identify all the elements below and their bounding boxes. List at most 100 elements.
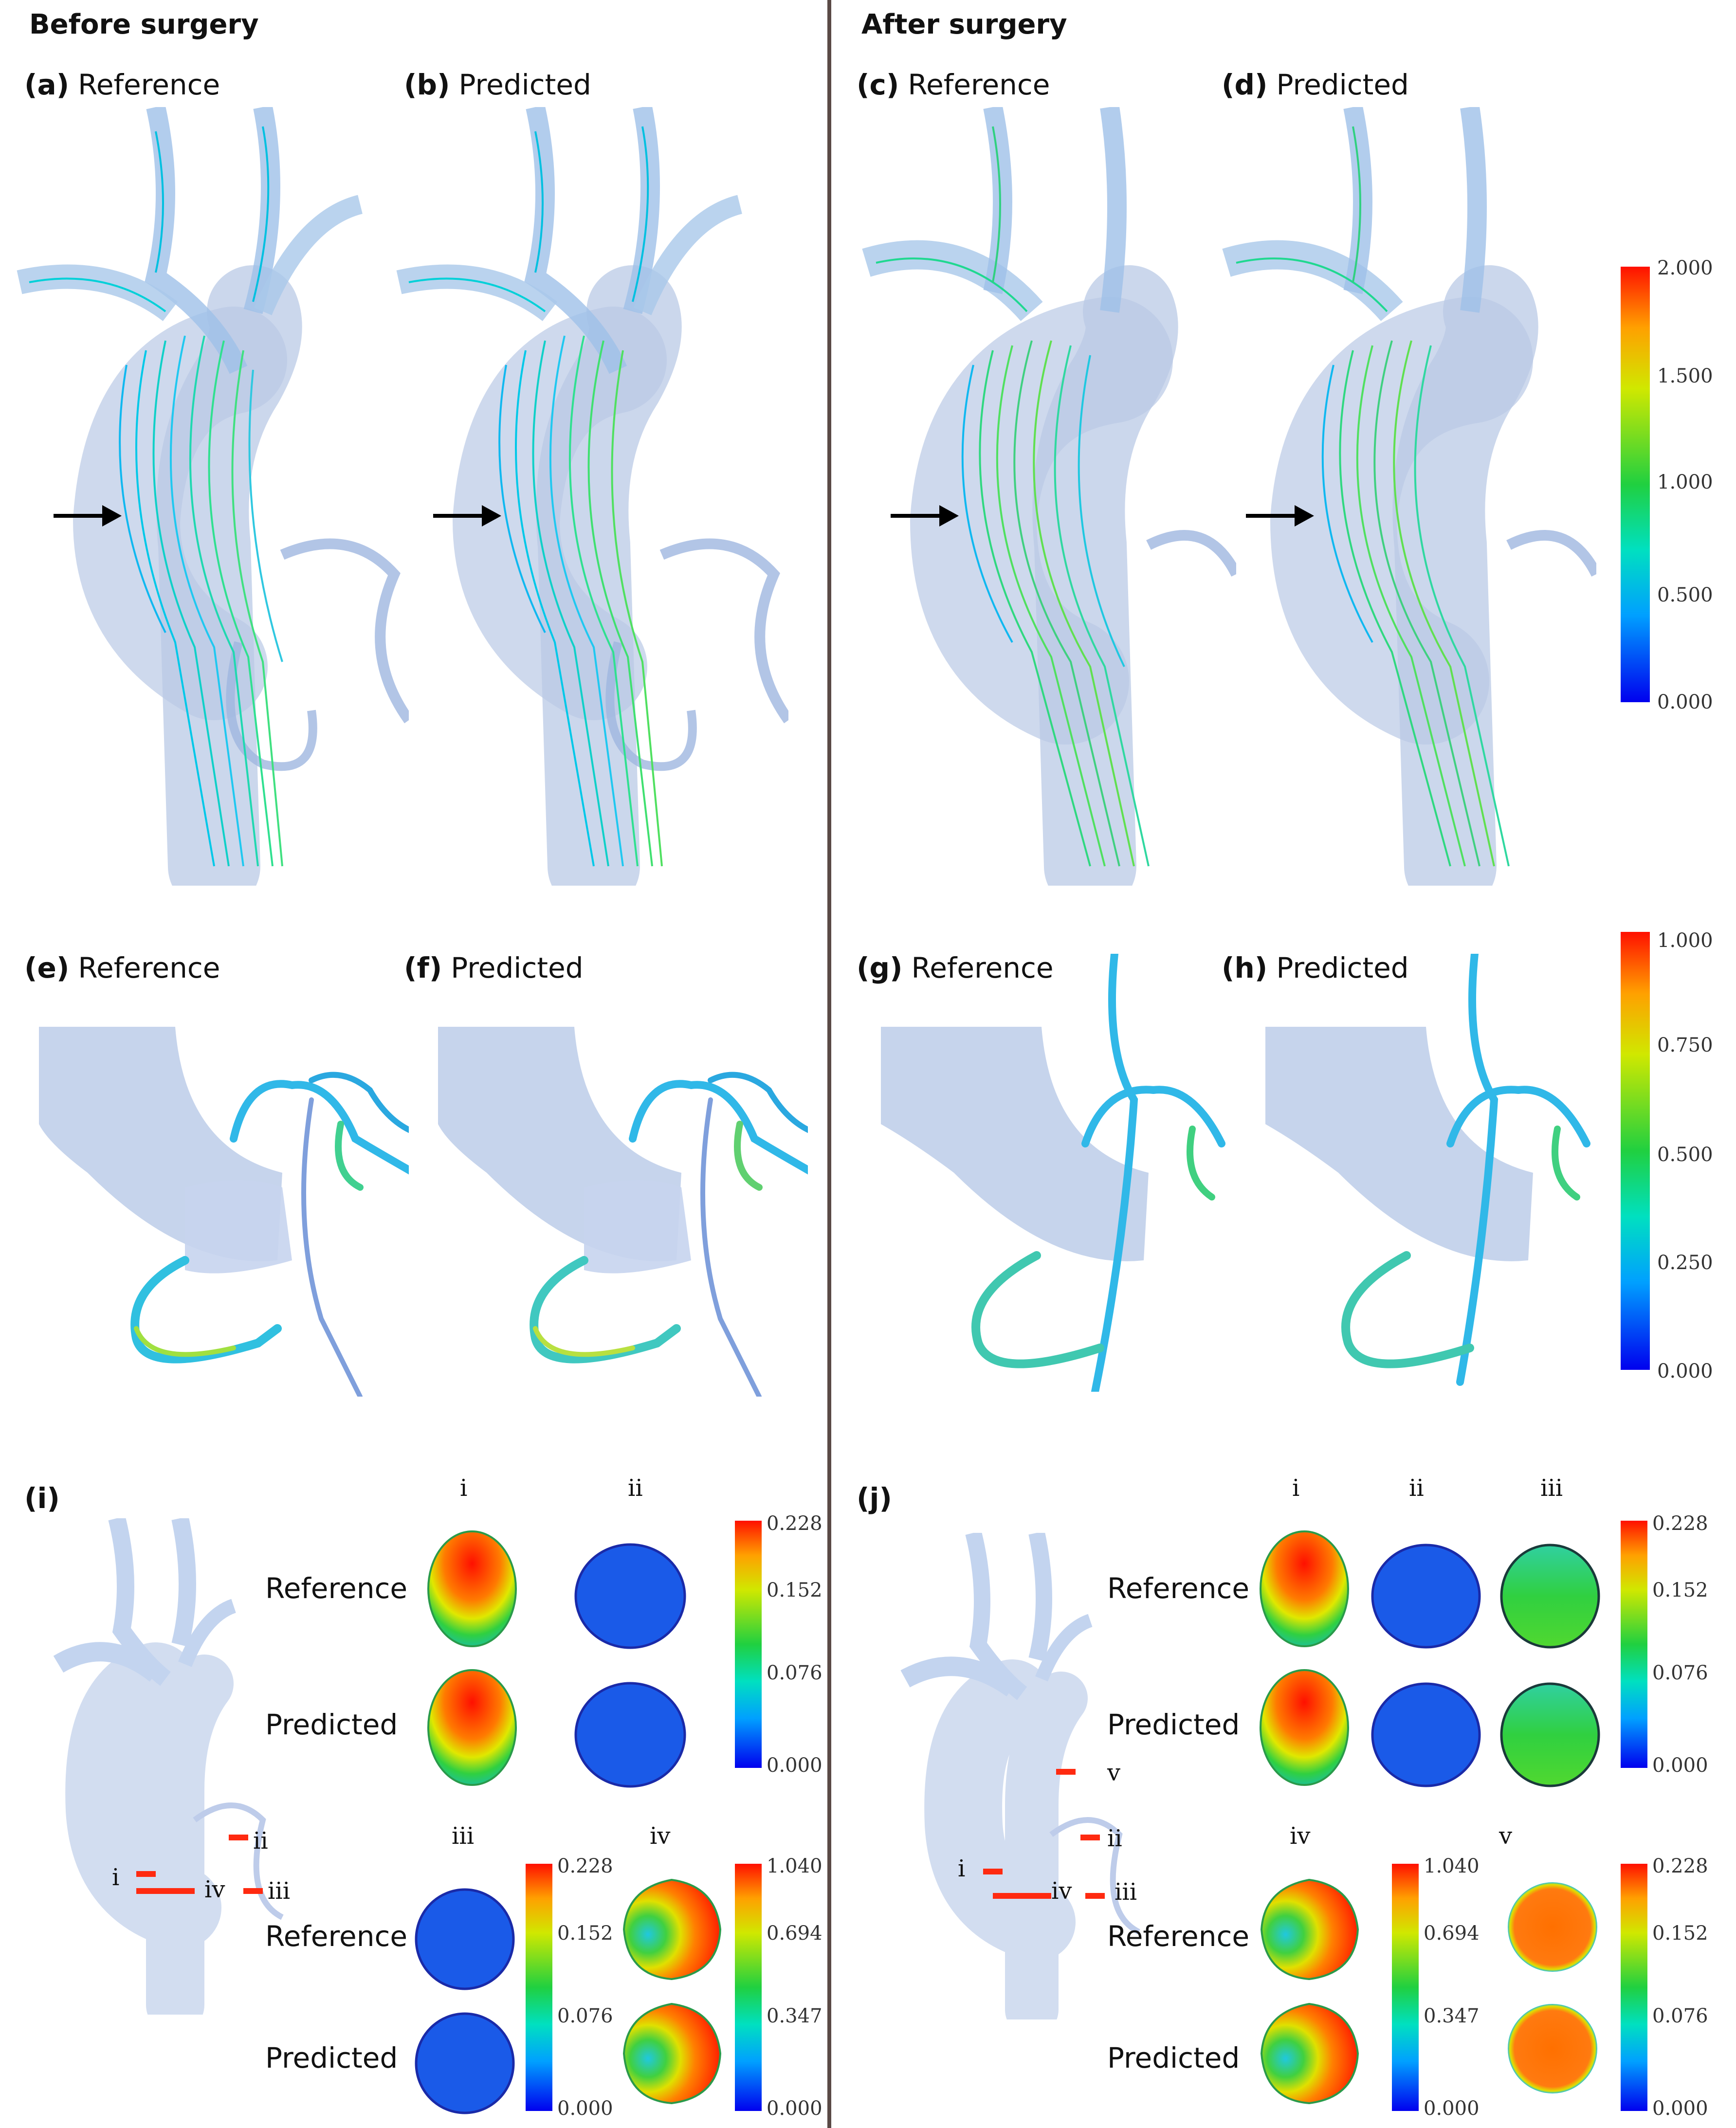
panel-d-label: (d)Predicted xyxy=(1222,68,1409,101)
before-surgery-title: Before surgery xyxy=(29,9,259,40)
arrow-icon-a xyxy=(54,505,122,527)
marker-i xyxy=(983,1869,1003,1874)
colorbar-tick: 1.040 xyxy=(1424,1855,1480,1877)
aorta-streamlines-c xyxy=(862,107,1236,886)
marker-i xyxy=(136,1871,156,1877)
section-iii-predicted-j xyxy=(1500,1682,1600,1787)
section-ii-predicted xyxy=(574,1682,686,1788)
colorbar-tick: 0.152 xyxy=(1652,1922,1708,1945)
column-header-v: v xyxy=(1499,1822,1513,1850)
section-divider xyxy=(827,0,831,2128)
column-header-iv: iv xyxy=(1290,1822,1311,1850)
colorbar-velocity xyxy=(1621,267,1650,702)
section-iii-reference-j xyxy=(1500,1544,1600,1649)
colorbar-coronary-tick: 0.500 xyxy=(1657,1144,1713,1166)
marker-label-ii: ii xyxy=(253,1827,268,1855)
colorbar-tick: 0.228 xyxy=(767,1512,822,1535)
colorbar-tick: 0.347 xyxy=(1424,2005,1480,2027)
colorbar-velocity-tick: 1.000 xyxy=(1657,471,1713,493)
section-iii-predicted xyxy=(415,2012,515,2114)
coronary-e xyxy=(39,1027,409,1397)
aorta-streamlines-d xyxy=(1222,107,1596,886)
marker-label-ii: ii xyxy=(1107,1825,1122,1852)
marker-label-iv: iv xyxy=(1051,1877,1072,1905)
section-v-reference xyxy=(1508,1882,1597,1972)
panel-i-label: (i) xyxy=(24,1482,60,1515)
colorbar-tick: 0.000 xyxy=(767,2097,822,2120)
colorbar-section-i-top xyxy=(735,1521,762,1768)
panel-c-label: (c)Reference xyxy=(857,68,1050,101)
row-label-reference: Reference xyxy=(1107,1920,1250,1953)
section-v-predicted xyxy=(1508,2004,1597,2093)
row-label-reference: Reference xyxy=(265,1920,408,1953)
panel-e-label: (e)Reference xyxy=(24,951,220,984)
marker-ii xyxy=(1080,1835,1100,1840)
colorbar-section-i-iii xyxy=(526,1864,552,2111)
marker-iv xyxy=(136,1888,195,1894)
marker-iii xyxy=(243,1888,263,1894)
colorbar-tick: 0.000 xyxy=(1424,2097,1480,2120)
after-surgery-title: After surgery xyxy=(861,9,1067,40)
colorbar-tick: 0.152 xyxy=(1652,1579,1708,1601)
colorbar-coronary-tick: 0.000 xyxy=(1657,1360,1713,1382)
section-i-predicted-j xyxy=(1260,1669,1349,1786)
panel-a-label: (a)Reference xyxy=(24,68,220,101)
panel-h-label: (h)Predicted xyxy=(1222,951,1409,984)
marker-ii xyxy=(229,1835,248,1840)
colorbar-tick: 0.076 xyxy=(557,2005,613,2027)
column-header-iii: iii xyxy=(1540,1474,1563,1502)
colorbar-tick: 0.228 xyxy=(1652,1855,1708,1877)
section-iv-reference-j xyxy=(1260,1878,1359,1981)
row-label-reference: Reference xyxy=(1107,1572,1250,1605)
marker-iv xyxy=(993,1893,1051,1899)
section-ii-reference xyxy=(574,1543,686,1649)
column-header-iv: iv xyxy=(650,1822,671,1850)
colorbar-tick: 0.076 xyxy=(1652,1662,1708,1684)
section-ii-reference-j xyxy=(1371,1544,1481,1649)
colorbar-velocity-tick: 2.000 xyxy=(1657,257,1713,279)
panel-b-label: (b)Predicted xyxy=(404,68,591,101)
arrow-icon-b xyxy=(433,505,501,527)
colorbar-section-i-iv xyxy=(735,1864,762,2111)
row-label-predicted: Predicted xyxy=(265,2041,398,2074)
column-header-iii: iii xyxy=(452,1822,475,1850)
section-iii-reference xyxy=(415,1888,515,1990)
colorbar-tick: 0.000 xyxy=(767,1754,822,1777)
colorbar-section-j-iv xyxy=(1392,1864,1419,2111)
marker-label-iv: iv xyxy=(204,1876,225,1903)
colorbar-coronary-tick: 1.000 xyxy=(1657,929,1713,952)
panel-f-label: (f)Predicted xyxy=(404,951,584,984)
column-header-ii: ii xyxy=(1409,1474,1424,1502)
colorbar-tick: 0.347 xyxy=(767,2005,822,2027)
marker-label-i: i xyxy=(958,1855,966,1882)
row-label-reference: Reference xyxy=(265,1572,408,1605)
colorbar-tick: 0.228 xyxy=(557,1855,613,1877)
colorbar-velocity-tick: 0.000 xyxy=(1657,691,1713,713)
marker-label-iii: iii xyxy=(268,1877,291,1905)
row-label-predicted: Predicted xyxy=(1107,2041,1240,2074)
colorbar-tick: 0.000 xyxy=(1652,2097,1708,2120)
section-iv-reference xyxy=(622,1878,722,1981)
section-iv-predicted-j xyxy=(1260,2002,1359,2105)
panel-g-label: (g)Reference xyxy=(857,951,1054,984)
column-header-i: i xyxy=(1292,1474,1300,1502)
column-header-ii: ii xyxy=(628,1474,643,1502)
row-label-predicted: Predicted xyxy=(265,1708,398,1741)
section-ii-predicted-j xyxy=(1371,1682,1481,1787)
section-i-reference xyxy=(427,1530,517,1647)
aorta-streamlines-b xyxy=(396,107,788,886)
marker-label-v: v xyxy=(1107,1759,1121,1786)
section-iv-predicted xyxy=(622,2002,722,2105)
coronary-f xyxy=(438,1027,808,1397)
colorbar-coronary-tick: 0.750 xyxy=(1657,1034,1713,1056)
aorta-streamlines-a xyxy=(17,107,409,886)
coronary-h xyxy=(1265,954,1590,1386)
section-i-predicted xyxy=(427,1669,517,1786)
vessel-overview-j xyxy=(900,1533,1140,2019)
coronary-g xyxy=(881,954,1225,1392)
colorbar-tick: 1.040 xyxy=(767,1855,822,1877)
arrow-icon-d xyxy=(1246,505,1314,527)
marker-label-iii: iii xyxy=(1115,1878,1137,1906)
colorbar-section-j-v xyxy=(1621,1864,1647,2111)
colorbar-tick: 0.694 xyxy=(767,1922,822,1945)
